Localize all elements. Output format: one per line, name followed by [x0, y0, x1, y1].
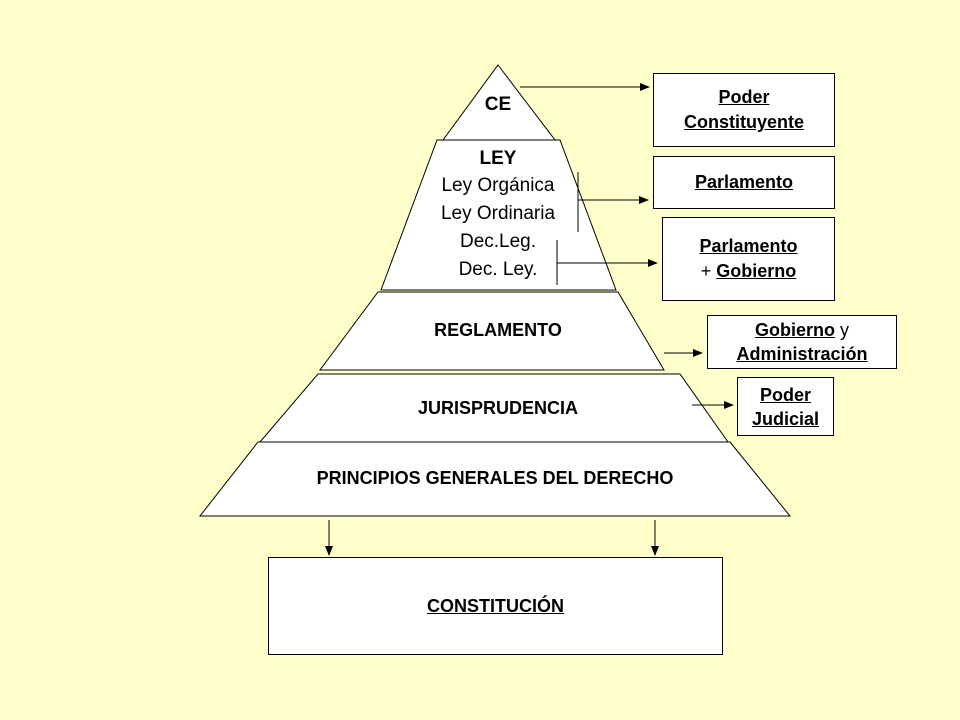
box-parlamento: Parlamento: [653, 156, 835, 209]
level-ley-labels: LEY Ley Orgánica Ley Ordinaria Dec.Leg. …: [410, 146, 586, 284]
level-principios-shape: [198, 441, 792, 517]
ley-item-organica: Ley Orgánica: [441, 175, 555, 196]
gobierno-admin-word1: Gobierno: [754, 320, 835, 340]
box-constitucion: CONSTITUCIÓN: [268, 557, 723, 655]
level-reglamento-label: REGLAMENTO: [434, 320, 562, 340]
level-principios-label: PRINCIPIOS GENERALES DEL DERECHO: [316, 468, 674, 488]
level-jurisprudencia-label: JURISPRUDENCIA: [417, 398, 579, 418]
parlamento-label: Parlamento: [694, 172, 794, 192]
parlamento-gobierno-line1: Parlamento: [699, 236, 798, 256]
poder-constituyente-line1: Poder: [718, 87, 770, 107]
box-poder-judicial: Poder Judicial: [737, 377, 834, 436]
ley-item-decleg: Dec.Leg.: [459, 231, 537, 252]
level-ley-title: LEY: [479, 148, 517, 169]
box-poder-constituyente: Poder Constituyente: [653, 73, 835, 147]
plus-sign: +: [700, 261, 712, 281]
level-reglamento-shape: [319, 291, 665, 371]
box-gobierno-administracion: Gobierno y Administración: [707, 315, 897, 369]
poder-judicial-line1: Poder: [759, 384, 811, 405]
box-parlamento-gobierno: Parlamento + Gobierno: [662, 217, 835, 301]
poder-constituyente-line2: Constituyente: [683, 112, 804, 132]
gobierno-admin-line1: Gobierno y: [755, 318, 849, 342]
constitucion-label: CONSTITUCIÓN: [427, 595, 564, 616]
level-ce-label: CE: [484, 94, 512, 115]
gobierno-admin-line2: Administración: [736, 344, 868, 364]
ley-item-decley: Dec. Ley.: [458, 259, 538, 280]
parlamento-gobierno-line2: + Gobierno: [701, 259, 797, 284]
gobierno-word: Gobierno: [716, 261, 797, 281]
ley-item-ordinaria: Ley Ordinaria: [440, 203, 556, 224]
poder-judicial-line2: Judicial: [751, 408, 820, 429]
gobierno-admin-conj: y: [840, 320, 849, 340]
